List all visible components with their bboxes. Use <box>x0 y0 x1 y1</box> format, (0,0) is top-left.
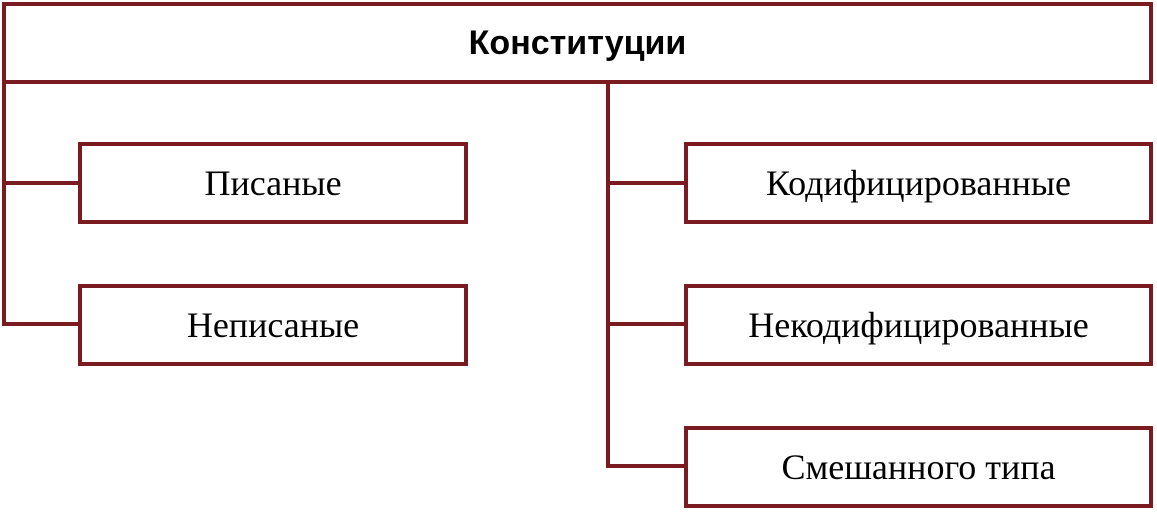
diagram-title-box: Конституции <box>2 2 1153 84</box>
diagram-title: Конституции <box>468 23 687 62</box>
node-uncodified: Некодифицированные <box>684 284 1153 366</box>
right-trunk-line <box>606 80 610 468</box>
node-written: Писаные <box>78 142 468 224</box>
node-unwritten: Неписаные <box>78 284 468 366</box>
node-codified: Кодифицированные <box>684 142 1153 224</box>
right-connector-1 <box>606 181 688 185</box>
right-connector-3 <box>606 464 688 468</box>
node-written-label: Писаные <box>204 163 342 203</box>
node-uncodified-label: Некодифицированные <box>748 305 1089 345</box>
node-mixed-label: Смешанного типа <box>781 447 1056 487</box>
right-connector-2 <box>606 322 688 326</box>
node-unwritten-label: Неписаные <box>186 305 360 345</box>
node-mixed: Смешанного типа <box>684 426 1153 508</box>
node-codified-label: Кодифицированные <box>765 163 1072 203</box>
left-connector-1 <box>2 181 82 185</box>
left-connector-2 <box>2 322 82 326</box>
left-trunk-line <box>2 80 6 326</box>
